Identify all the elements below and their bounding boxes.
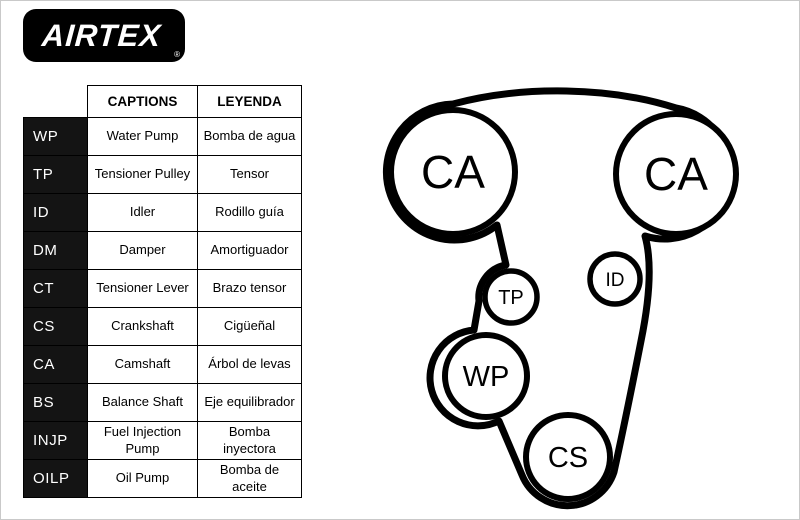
pulley-code: CA <box>23 345 88 384</box>
airtex-logo: AIRTEX ® <box>23 9 185 62</box>
caption-cell: Oil Pump <box>87 459 198 498</box>
caption-cell: Water Pump <box>87 117 198 156</box>
table-row: ID Idler Rodillo guía <box>23 193 302 232</box>
legend-header-empty <box>24 86 88 118</box>
camshaft-right-pulley <box>613 111 739 237</box>
leyenda-cell: Bomba de agua <box>197 117 302 156</box>
caption-cell: Damper <box>87 231 198 270</box>
pulley-code: CS <box>23 307 88 346</box>
pulley-code: DM <box>23 231 88 270</box>
table-row: TP Tensioner Pulley Tensor <box>23 155 302 194</box>
caption-cell: Crankshaft <box>87 307 198 346</box>
leyenda-cell: Tensor <box>197 155 302 194</box>
table-row: WP Water Pump Bomba de agua <box>23 117 302 156</box>
table-row: INJP Fuel Injection Pump Bomba inyectora <box>23 421 302 460</box>
idler-pulley <box>587 251 643 307</box>
water-pump-pulley <box>442 332 530 420</box>
pulley-code: TP <box>23 155 88 194</box>
caption-cell: Camshaft <box>87 345 198 384</box>
tensioner-pulley-label: TP <box>498 287 524 309</box>
crankshaft-pulley <box>523 412 613 502</box>
airtex-brand-text: AIRTEX <box>41 17 163 53</box>
idler-label: ID <box>606 270 625 291</box>
pulley-code: OILP <box>23 459 88 498</box>
leyenda-cell: Amortiguador <box>197 231 302 270</box>
water-pump-label: WP <box>463 361 510 393</box>
table-row: BS Balance Shaft Eje equilibrador <box>23 383 302 422</box>
leyenda-cell: Brazo tensor <box>197 269 302 308</box>
tensioner-pulley <box>482 268 540 326</box>
registered-trademark-icon: ® <box>174 50 180 59</box>
camshaft-left-pulley <box>388 107 518 237</box>
camshaft-left-label: CA <box>421 146 485 198</box>
caption-cell: Fuel Injection Pump <box>87 421 198 460</box>
table-row: CS Crankshaft Cigüeñal <box>23 307 302 346</box>
table-row: DM Damper Amortiguador <box>23 231 302 270</box>
legend-header-leyenda: LEYENDA <box>197 85 302 118</box>
pulley-code: BS <box>23 383 88 422</box>
leyenda-cell: Árbol de levas <box>197 345 302 384</box>
leyenda-cell: Bomba de aceite <box>197 459 302 498</box>
table-row: OILP Oil Pump Bomba de aceite <box>23 459 302 498</box>
camshaft-right-label: CA <box>644 148 708 200</box>
caption-cell: Tensioner Lever <box>87 269 198 308</box>
legend-header-captions: CAPTIONS <box>87 85 198 118</box>
pulley-code: WP <box>23 117 88 156</box>
timing-belt-diagram: CA CA ID TP WP CS <box>382 87 739 510</box>
table-row: CT Tensioner Lever Brazo tensor <box>23 269 302 308</box>
table-row: CA Camshaft Árbol de levas <box>23 345 302 384</box>
pulley-code: ID <box>23 193 88 232</box>
leyenda-cell: Bomba inyectora <box>197 421 302 460</box>
caption-cell: Idler <box>87 193 198 232</box>
pulley-code: CT <box>23 269 88 308</box>
legend-header-row: CAPTIONS LEYENDA <box>24 85 302 118</box>
leyenda-cell: Cigüeñal <box>197 307 302 346</box>
leyenda-cell: Rodillo guía <box>197 193 302 232</box>
crankshaft-label: CS <box>548 442 588 474</box>
pulley-code: INJP <box>23 421 88 460</box>
caption-cell: Balance Shaft <box>87 383 198 422</box>
leyenda-cell: Eje equilibrador <box>197 383 302 422</box>
legend-table: CAPTIONS LEYENDA WP Water Pump Bomba de … <box>23 85 302 498</box>
caption-cell: Tensioner Pulley <box>87 155 198 194</box>
